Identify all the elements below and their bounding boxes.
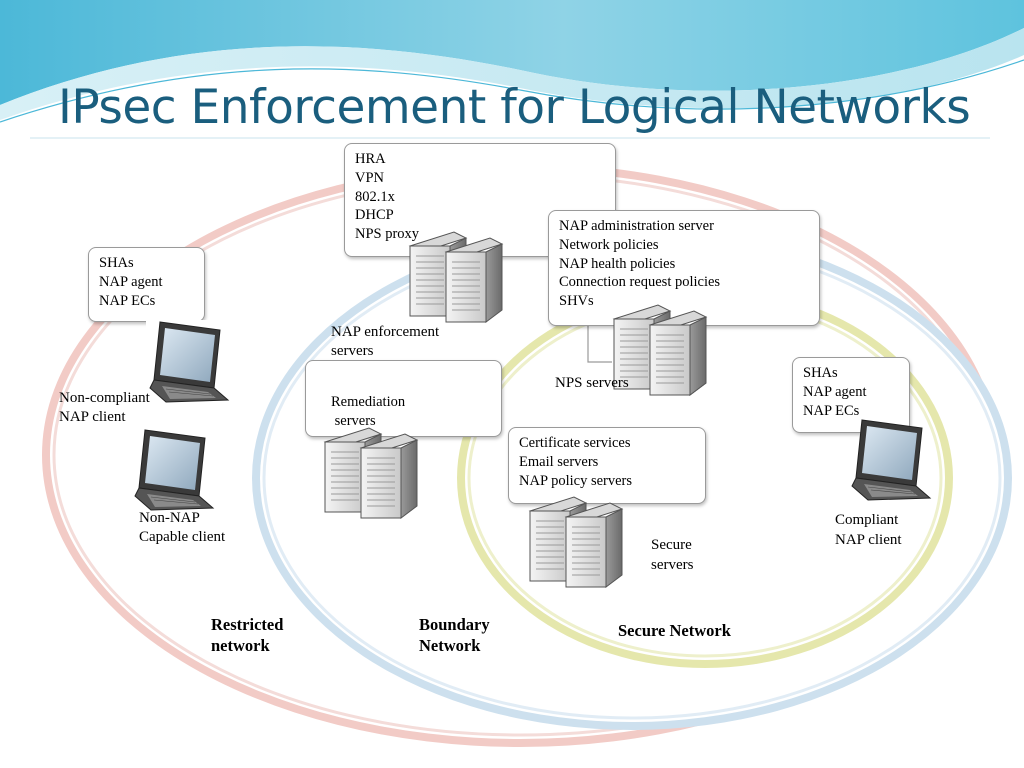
callout-line: 802.1x bbox=[355, 188, 395, 205]
callout-line: NAP agent bbox=[803, 383, 867, 400]
callout-line: Network policies bbox=[559, 236, 659, 253]
callout-line: VPN bbox=[355, 169, 385, 186]
boundary-network-label: Boundary Network bbox=[419, 614, 490, 656]
callout-line: NAP policy servers bbox=[519, 472, 633, 489]
label-line: Secure bbox=[651, 537, 692, 553]
callout-line: NAP health policies bbox=[559, 255, 676, 272]
secure-services-callout: Certificate services Email servers NAP p… bbox=[508, 427, 706, 504]
callout-line: servers bbox=[331, 413, 376, 429]
label-line: NAP client bbox=[59, 409, 126, 425]
callout-line: NPS proxy bbox=[355, 226, 420, 243]
noncompliant-client-label: Non-compliant NAP client bbox=[59, 389, 150, 427]
compliant-client-label: Compliant NAP client bbox=[835, 510, 902, 550]
label-line: NAP client bbox=[835, 532, 902, 548]
secure-network-label: Secure Network bbox=[618, 621, 731, 640]
slide-title: IPsec Enforcement for Logical Networks bbox=[58, 80, 971, 135]
callout-line: Remediation bbox=[331, 394, 406, 410]
callout-line: HRA bbox=[355, 151, 386, 167]
callout-line: NAP agent bbox=[99, 273, 163, 290]
compliant-client-callout: SHAs NAP agent NAP ECs bbox=[792, 357, 910, 433]
remediation-callout: Remediation servers bbox=[305, 360, 502, 437]
nap-enforcement-servers-label: NAP enforcement servers bbox=[331, 323, 439, 361]
label-line: Non-compliant bbox=[59, 390, 150, 406]
nps-callout: NAP administration server Network polici… bbox=[548, 210, 820, 326]
label-line: network bbox=[211, 636, 270, 655]
label-line: Network bbox=[419, 636, 481, 655]
label-line: Compliant bbox=[835, 512, 899, 528]
secure-servers-label: Secure servers bbox=[651, 535, 693, 575]
noncompliant-client-callout: SHAs NAP agent NAP ECs bbox=[88, 247, 205, 322]
callout-line: Email servers bbox=[519, 453, 599, 470]
label-line: Restricted bbox=[211, 615, 284, 634]
callout-line: SHAs bbox=[99, 255, 134, 271]
callout-line: Connection request policies bbox=[559, 274, 721, 291]
restricted-network-label: Restricted network bbox=[211, 614, 283, 656]
callout-line: NAP ECs bbox=[99, 292, 156, 309]
label-line: Capable client bbox=[139, 529, 226, 545]
header-wave bbox=[0, 0, 1024, 123]
callout-line: DHCP bbox=[355, 207, 394, 224]
label-line: NAP enforcement bbox=[331, 324, 440, 340]
callout-line: SHVs bbox=[559, 293, 594, 310]
callout-line: NAP ECs bbox=[803, 402, 860, 419]
label-line: servers bbox=[331, 343, 374, 359]
label-line: Boundary bbox=[419, 615, 490, 634]
non-nap-client-label: Non-NAP Capable client bbox=[139, 509, 225, 547]
callout-line: SHAs bbox=[803, 365, 838, 381]
nps-servers-label: NPS servers bbox=[555, 375, 629, 391]
label-line: servers bbox=[651, 557, 694, 573]
callout-line: Certificate services bbox=[519, 435, 631, 451]
label-line: Non-NAP bbox=[139, 510, 200, 526]
callout-line: NAP administration server bbox=[559, 218, 714, 234]
